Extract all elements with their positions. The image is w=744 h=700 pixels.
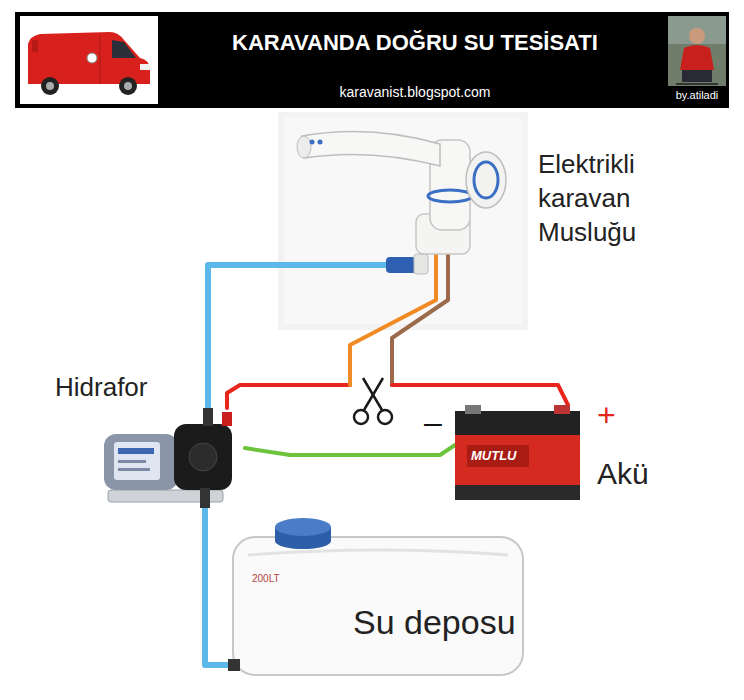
pump-part-part	[118, 448, 154, 454]
battery-part-part	[455, 411, 580, 437]
battery: AküMUTLU	[455, 405, 580, 500]
battery-brand: MUTLU	[471, 448, 517, 463]
water-tank-part	[228, 515, 528, 680]
faucet-label: Elektrikli karavan Musluğu	[538, 148, 688, 249]
battery-part-part	[455, 485, 580, 500]
van-picture-part	[140, 64, 150, 70]
scissors-symbol-part	[378, 410, 392, 424]
scissors-symbol-part	[364, 378, 383, 410]
tank-capacity: 200LT	[252, 573, 280, 584]
water-tank-part-part	[248, 550, 508, 555]
pump-label: Hidrafor	[55, 372, 147, 403]
author-photo-part	[689, 28, 705, 44]
van-picture-part	[87, 53, 97, 63]
pump-part-part	[114, 442, 160, 480]
electric-wire	[392, 278, 568, 405]
water-hose	[205, 508, 228, 665]
van-picture-part	[28, 32, 150, 84]
van-picture-part	[32, 40, 38, 52]
author: by.atiladi	[664, 89, 730, 101]
website: karavanist.blogspot.com	[170, 84, 660, 100]
water-tank: Su deposu 200LT	[228, 515, 528, 680]
author-photo-part	[668, 16, 726, 44]
scissors-symbol	[354, 378, 392, 424]
van-picture-part	[112, 40, 136, 58]
faucet-part-part	[386, 257, 416, 273]
tank-label: Su deposu	[353, 603, 516, 642]
faucet-part-part	[318, 140, 323, 145]
van-picture-part	[119, 77, 137, 95]
header-bar	[15, 12, 729, 108]
faucet-part-part	[428, 190, 472, 202]
author-photo-part	[682, 70, 712, 82]
pump-part-part	[118, 460, 146, 463]
faucet-part-part	[474, 162, 498, 198]
pump-part-part	[118, 468, 150, 471]
pump-part	[100, 408, 245, 508]
water-tank-part-part	[233, 537, 523, 675]
connector-segment	[392, 278, 448, 385]
connector-segment	[392, 385, 568, 405]
plus-sign: +	[597, 397, 616, 434]
pump: Hidrafor	[100, 408, 245, 508]
battery-part-part	[455, 435, 580, 500]
pump-part-part	[222, 412, 232, 426]
header-bar-part	[15, 12, 729, 108]
faucet-part-part	[466, 152, 506, 208]
faucet: Elektrikli karavan Musluğu	[290, 118, 520, 278]
pump-part-part	[104, 434, 178, 490]
pump-part-part	[189, 443, 217, 471]
van-picture-part	[124, 82, 132, 90]
page-title: KARAVANDA DOĞRU SU TESİSATI	[170, 30, 660, 56]
battery-label: Akü	[597, 457, 649, 491]
faucet-part	[290, 118, 520, 278]
pump-part-part	[200, 488, 210, 508]
pump-part-part	[174, 424, 232, 490]
electric-wire	[245, 445, 455, 455]
author-photo-part	[676, 83, 718, 85]
van-picture-part	[41, 77, 59, 95]
faucet-panel	[278, 112, 528, 330]
minus-sign: –	[424, 404, 442, 441]
author-photo	[668, 16, 726, 86]
battery-part-part	[465, 405, 481, 414]
faucet-part-part	[414, 254, 428, 274]
scissors-symbol-part	[363, 378, 382, 410]
faucet-part-part	[290, 262, 388, 268]
electric-wire	[227, 278, 436, 408]
van-picture-part	[20, 16, 158, 104]
battery-part-part	[554, 405, 570, 414]
water-tank-part-part	[228, 659, 240, 671]
van-picture	[20, 16, 158, 104]
faucet-part-part	[297, 136, 311, 158]
water-tank-part-part	[275, 518, 331, 536]
faucet-part-part	[310, 140, 315, 145]
pump-part-part	[203, 408, 213, 426]
scissors-symbol-part	[354, 410, 368, 424]
faucet-part-part	[302, 132, 440, 167]
van-picture-part	[100, 36, 101, 84]
van-picture-part	[46, 82, 54, 90]
connector-segment	[227, 385, 350, 408]
author-photo-part	[680, 45, 714, 70]
faucet-panel-part	[284, 118, 522, 324]
connector-segment	[205, 508, 228, 665]
battery-part-part	[467, 445, 529, 467]
faucet-panel-part	[278, 112, 528, 330]
author-photo-part	[668, 16, 726, 86]
connector-segment	[245, 445, 455, 455]
